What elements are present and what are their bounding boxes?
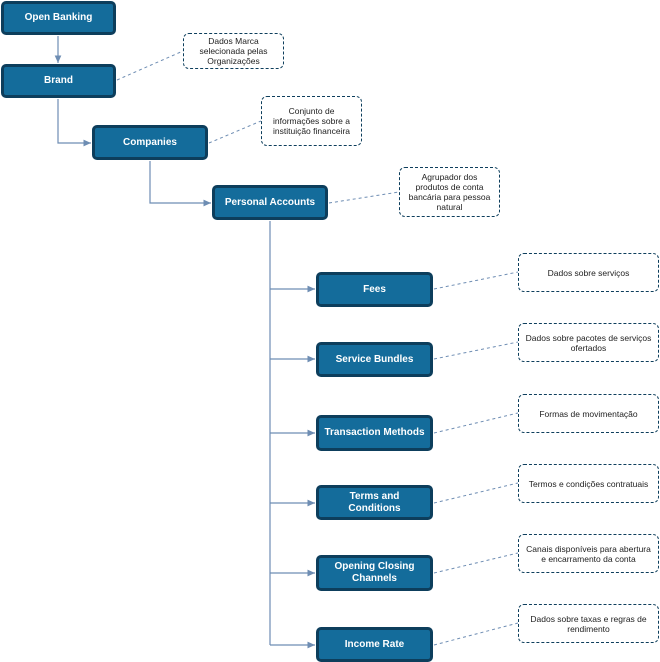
note-text: Dados sobre taxas e regras de rendimento bbox=[530, 613, 647, 634]
note-text: Dados sobre pacotes de serviços ofertado… bbox=[525, 332, 652, 353]
node-brand[interactable]: Brand bbox=[1, 64, 116, 98]
note-text: Agrupador dos produtos de conta bancária… bbox=[408, 172, 491, 212]
note-opening-closing-channels: Canais disponíveis para abertura e encar… bbox=[518, 534, 659, 573]
node-label: Service Bundles bbox=[335, 353, 414, 365]
node-transaction-methods[interactable]: Transaction Methods bbox=[316, 415, 433, 451]
note-transaction-methods: Formas de movimentação bbox=[518, 394, 659, 433]
node-label: Income Rate bbox=[344, 638, 405, 650]
node-label: Open Banking bbox=[24, 12, 93, 23]
note-link-fees bbox=[433, 271, 519, 290]
node-label: Personal Accounts bbox=[224, 196, 316, 208]
note-link-terms-and-conditions bbox=[433, 482, 519, 504]
node-personal-accounts[interactable]: Personal Accounts bbox=[212, 185, 328, 220]
node-fees[interactable]: Fees bbox=[316, 272, 433, 307]
note-link-transaction-methods bbox=[433, 412, 519, 434]
note-text: Canais disponíveis para abertura e encar… bbox=[526, 543, 651, 564]
note-companies: Conjunto de informações sobre a institui… bbox=[261, 96, 362, 146]
node-label: Fees bbox=[363, 283, 386, 295]
note-text: Termos e condições contratuais bbox=[528, 478, 649, 489]
note-terms-and-conditions: Termos e condições contratuais bbox=[518, 464, 659, 503]
node-label: Opening Closing Channels bbox=[334, 561, 415, 584]
note-fees: Dados sobre serviços bbox=[518, 253, 659, 292]
node-label: Brand bbox=[44, 75, 73, 86]
node-label: Terms and Conditions bbox=[348, 490, 401, 514]
note-link-income-rate bbox=[433, 622, 519, 646]
note-text: Dados sobre serviços bbox=[547, 267, 630, 278]
note-link-opening-closing-channels bbox=[433, 552, 519, 574]
node-service-bundles[interactable]: Service Bundles bbox=[316, 342, 433, 377]
node-label: Transaction Methods bbox=[324, 427, 425, 438]
node-companies[interactable]: Companies bbox=[92, 125, 208, 160]
note-personal-accounts: Agrupador dos produtos de conta bancária… bbox=[399, 167, 500, 217]
note-link-companies bbox=[208, 120, 262, 144]
note-service-bundles: Dados sobre pacotes de serviços ofertado… bbox=[518, 323, 659, 362]
node-opening-closing-channels[interactable]: Opening Closing Channels bbox=[316, 555, 433, 591]
note-text: Formas de movimentação bbox=[539, 408, 638, 419]
edge-brand-companies bbox=[57, 99, 91, 147]
node-terms-and-conditions[interactable]: Terms and Conditions bbox=[316, 485, 433, 520]
node-income-rate[interactable]: Income Rate bbox=[316, 627, 433, 662]
node-open-banking[interactable]: Open Banking bbox=[1, 1, 116, 35]
node-label: Companies bbox=[123, 136, 177, 148]
edge-companies-personal-accounts bbox=[149, 161, 211, 207]
note-text: Dados Marca selecionada pelas Organizaçõ… bbox=[199, 36, 268, 66]
note-brand: Dados Marca selecionada pelas Organizaçõ… bbox=[183, 33, 284, 69]
note-link-brand bbox=[116, 50, 184, 81]
note-link-personal-accounts bbox=[328, 191, 400, 204]
note-income-rate: Dados sobre taxas e regras de rendimento bbox=[518, 604, 659, 643]
note-link-service-bundles bbox=[433, 341, 519, 360]
note-text: Conjunto de informações sobre a institui… bbox=[272, 106, 350, 136]
